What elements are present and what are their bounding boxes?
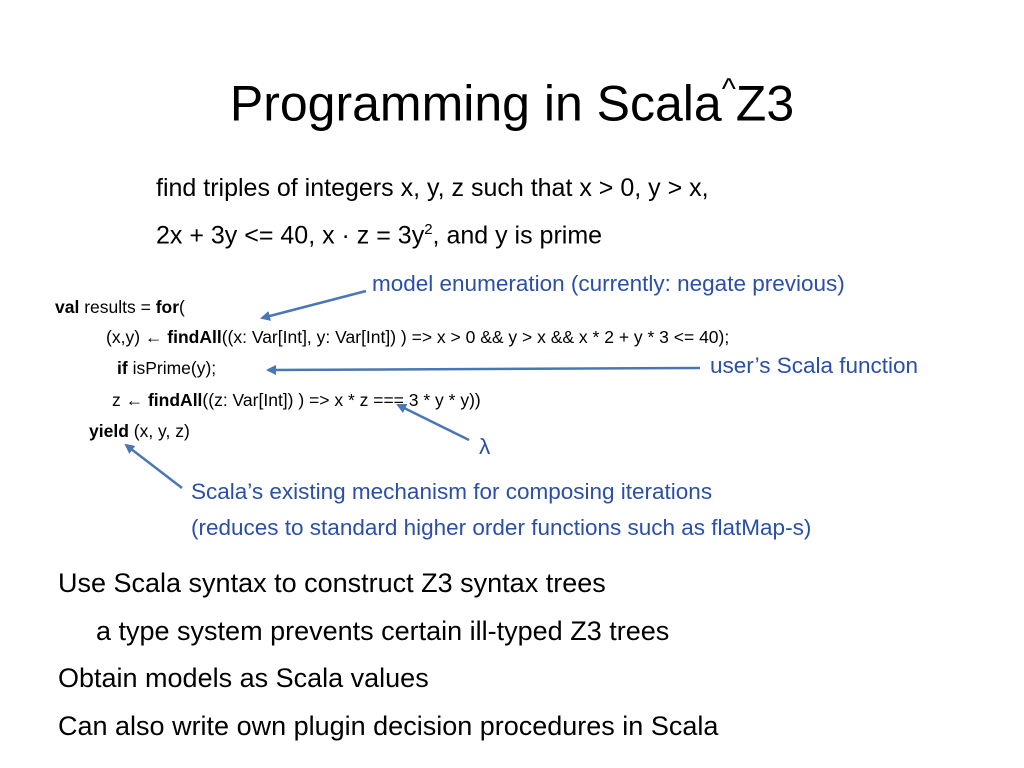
problem-line-2-pre: 2x + 3y <= 40, x · z = 3y [156, 221, 425, 250]
code-keyword-for: for [155, 297, 180, 317]
arrow-icon [266, 364, 701, 375]
code-line-4: z ← findAll((z: Var[Int]) ) => x * z ===… [112, 389, 481, 411]
annotation-mechanism-line-1: Scala’s existing mechanism for composing… [191, 479, 713, 504]
code-text: (x,y) ← [106, 327, 168, 347]
title-tail: Z3 [735, 75, 795, 132]
code-text: z ← [112, 390, 148, 410]
code-line-5: yield (x, y, z) [89, 420, 190, 442]
arrow-icon [260, 289, 367, 321]
code-text: ((x: Var[Int], y: Var[Int]) ) => x > 0 &… [221, 327, 730, 347]
code-keyword-yield: yield [89, 421, 129, 441]
bullet-sub-item: a type system prevents certain ill-typed… [96, 616, 670, 646]
slide-title: Programming in Scala^Z3 [0, 62, 1024, 136]
problem-line-1: find triples of integers x, y, z such th… [156, 174, 709, 202]
annotation-user-function: user’s Scala function [710, 353, 919, 378]
annotation-model-enumeration: model enumeration (currently: negate pre… [372, 271, 845, 296]
title-main: Programming in Scala [229, 75, 722, 132]
code-keyword-if: if [117, 358, 128, 378]
code-line-1: val results = for( [55, 296, 185, 318]
problem-line-2: 2x + 3y <= 40, x · z = 3y2, and y is pri… [156, 214, 602, 251]
code-text: isPrime(y); [127, 358, 217, 378]
annotation-lambda: λ [479, 434, 491, 459]
code-text: ((z: Var[Int]) ) => x * z === 3 * y * y)… [202, 390, 481, 410]
problem-line-2-post: , and y is prime [432, 221, 603, 250]
arrow-icon [124, 443, 183, 489]
code-function-findall: findAll [147, 390, 203, 410]
problem-line-2-sup: 2 [424, 221, 433, 238]
bullet-item: Use Scala syntax to construct Z3 syntax … [58, 568, 606, 598]
annotation-mechanism-line-2: (reduces to standard higher order functi… [191, 515, 812, 540]
code-text: ( [179, 297, 185, 317]
code-text: results = [79, 297, 156, 317]
code-line-2: (x,y) ← findAll((x: Var[Int], y: Var[Int… [106, 326, 729, 348]
bullet-item: Obtain models as Scala values [58, 663, 429, 693]
code-keyword-val: val [55, 297, 80, 317]
title-caret: ^ [721, 73, 736, 106]
code-line-3: if isPrime(y); [117, 357, 216, 379]
code-function-findall: findAll [167, 327, 222, 347]
code-text: (x, y, z) [128, 421, 190, 441]
bullet-item: Can also write own plugin decision proce… [58, 711, 719, 741]
